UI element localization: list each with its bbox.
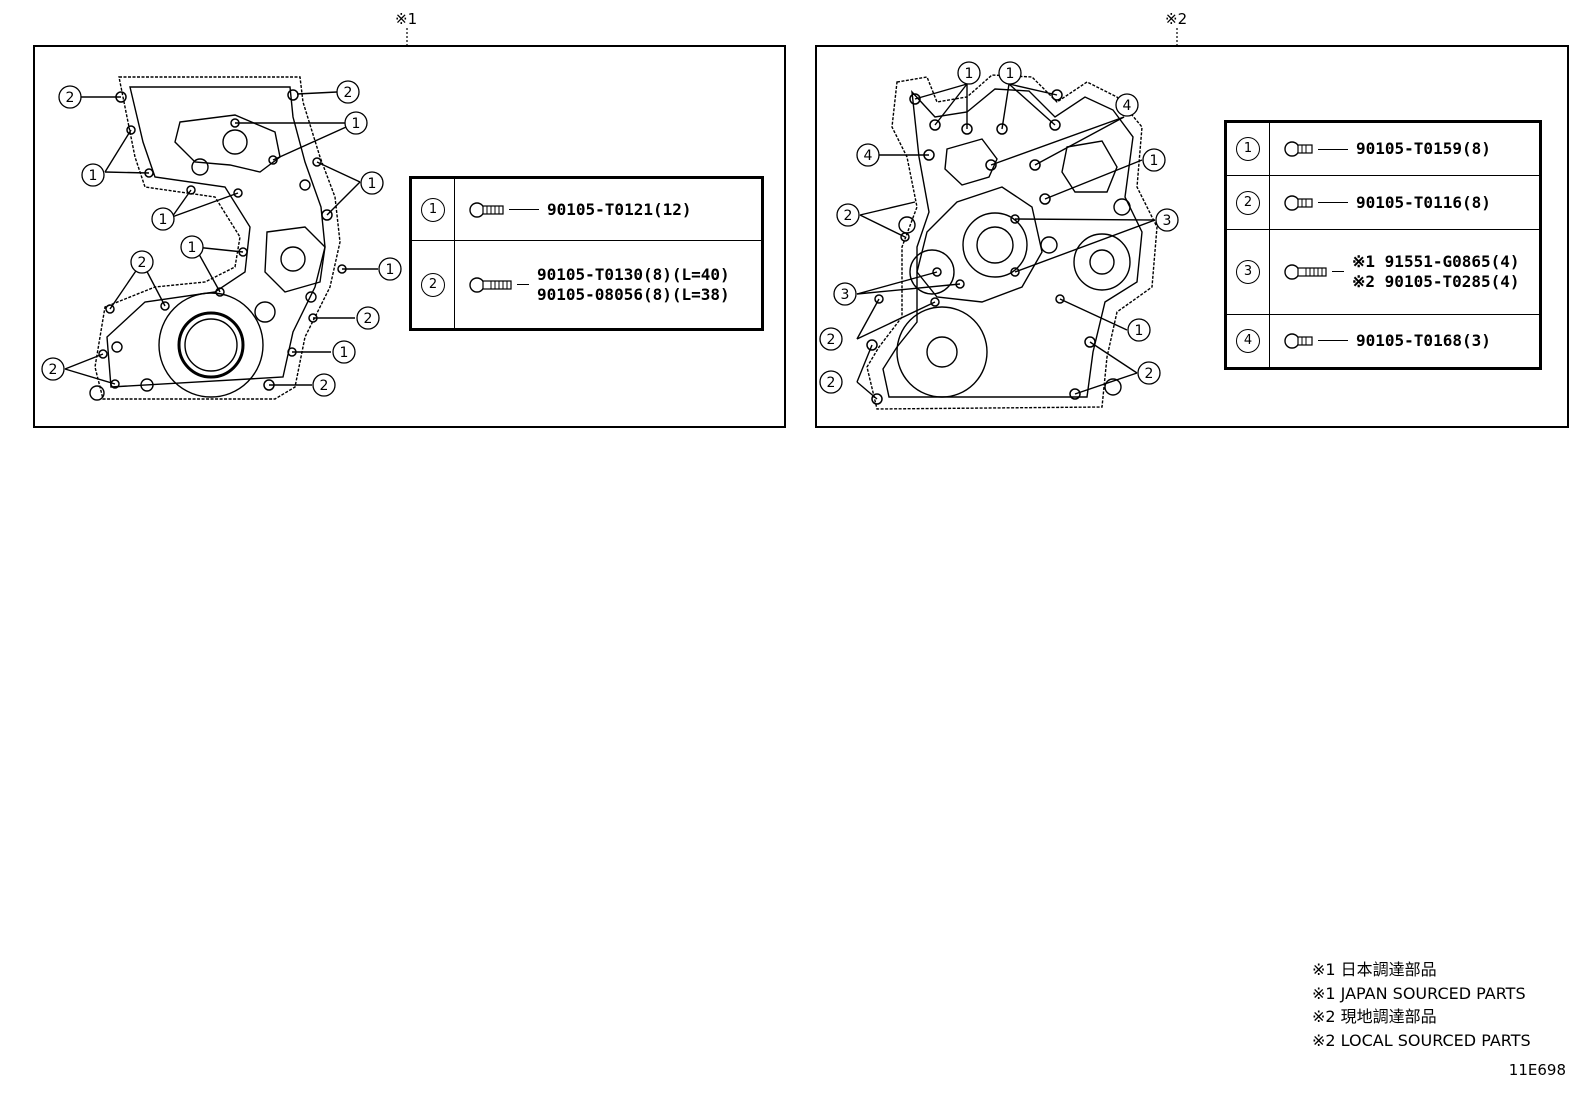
footnote-line: ※2 LOCAL SOURCED PARTS (1312, 1030, 1531, 1050)
footnote-line: ※2 現地調達部品 (1312, 1007, 1437, 1026)
legend-number-badge: 2 (421, 272, 445, 297)
svg-text:2: 2 (49, 362, 58, 378)
callout-1: 1 (1127, 318, 1151, 342)
svg-text:2: 2 (364, 311, 373, 327)
svg-text:2: 2 (1145, 366, 1154, 382)
svg-text:2: 2 (344, 85, 353, 101)
callout-1: 1 (180, 235, 204, 259)
callout-3: 3 (833, 282, 857, 306)
panel1-timing-cover-drawing: 2 2 1 1 1 1 1 1 2 2 1 2 2 (41, 76, 402, 401)
part-number: 90105-T0121(12) (547, 199, 692, 219)
svg-text:1: 1 (159, 212, 168, 228)
leader-line (1318, 202, 1348, 204)
svg-text:2: 2 (320, 378, 329, 394)
callout-1: 1 (957, 61, 981, 85)
svg-text:1: 1 (368, 176, 377, 192)
legend-row: 4 90105-T0168(3) (1226, 313, 1540, 369)
svg-text:1: 1 (386, 262, 395, 278)
part-number: ※2 90105-T0285(4) (1352, 271, 1520, 291)
bolt-icon (469, 201, 504, 218)
panel2-frame: 1 1 4 4 1 2 3 3 2 1 2 2 1 90105-T0159(8) (815, 45, 1569, 428)
legend-number-badge: 1 (1236, 137, 1260, 162)
legend-number-badge: 3 (1236, 259, 1260, 284)
callout-2: 2 (58, 85, 82, 109)
callout-2: 2 (356, 306, 380, 330)
svg-text:1: 1 (1006, 66, 1015, 82)
part-number: 90105-08056(8)(L=38) (537, 284, 730, 304)
svg-text:3: 3 (841, 287, 850, 303)
svg-text:1: 1 (1150, 153, 1159, 169)
panel2-tag: ※2 (1165, 10, 1188, 28)
bolt-icon (1284, 333, 1313, 349)
bolt-icon (1284, 263, 1327, 280)
leader-line (1332, 271, 1344, 273)
legend-number-badge: 1 (421, 197, 445, 222)
svg-text:2: 2 (138, 255, 147, 271)
footnote-line: ※1 JAPAN SOURCED PARTS (1312, 983, 1526, 1003)
part-number: ※1 91551-G0865(4) (1352, 251, 1520, 271)
svg-text:2: 2 (827, 332, 836, 348)
bolt-icon (1284, 141, 1313, 157)
part-number: 90105-T0116(8) (1356, 192, 1491, 212)
part-number: 90105-T0130(8)(L=40) (537, 264, 730, 284)
svg-text:1: 1 (352, 116, 361, 132)
callout-1: 1 (1142, 148, 1166, 172)
callout-2: 2 (819, 370, 843, 394)
callout-3: 3 (1155, 208, 1179, 232)
panel2-timing-cover-drawing: 1 1 4 4 1 2 3 3 2 1 2 2 (819, 61, 1179, 410)
callout-2: 2 (41, 357, 65, 381)
callout-1: 1 (151, 207, 175, 231)
panel1-tag-leader (406, 28, 408, 46)
leader-line (1318, 340, 1348, 342)
callout-2: 2 (336, 80, 360, 104)
svg-text:2: 2 (844, 208, 853, 224)
legend-row: 1 90105-T0159(8) (1226, 121, 1540, 177)
callout-4: 4 (1115, 93, 1139, 117)
legend-row: 3 ※1 91551-G0865(4) ※2 90105-T0285(4) (1226, 228, 1540, 315)
svg-text:3: 3 (1163, 213, 1172, 229)
callout-1: 1 (81, 163, 105, 187)
callout-2: 2 (1137, 361, 1161, 385)
svg-text:2: 2 (827, 375, 836, 391)
legend-row: 2 90105-T0116(8) (1226, 175, 1540, 230)
footnote-line: ※1 日本調達部品 (1312, 960, 1437, 979)
panel1-tag: ※1 (395, 10, 418, 28)
panel1-parts-legend: 1 90105-T0121(12) 2 90105-T0130(8)(L=40)… (409, 176, 764, 331)
panel2-parts-legend: 1 90105-T0159(8) 2 90105-T0116(8) 3 (1224, 120, 1542, 370)
callout-4: 4 (856, 143, 880, 167)
legend-row: 2 90105-T0130(8)(L=40) 90105-08056(8)(L=… (411, 240, 762, 329)
callout-1: 1 (332, 340, 356, 364)
callout-2: 2 (819, 327, 843, 351)
leader-line (1318, 148, 1348, 150)
callout-2: 2 (312, 373, 336, 397)
diagram-code: 11E698 (1508, 1061, 1566, 1079)
legend-number-badge: 2 (1236, 190, 1260, 215)
callout-2: 2 (130, 250, 154, 274)
leader-line (509, 209, 539, 210)
part-number: 90105-T0159(8) (1356, 139, 1491, 159)
callout-1: 1 (998, 61, 1022, 85)
svg-text:4: 4 (1123, 98, 1132, 114)
panel2-tag-leader (1176, 28, 1178, 46)
svg-text:1: 1 (89, 168, 98, 184)
svg-text:1: 1 (188, 240, 197, 256)
panel1-frame: 2 2 1 1 1 1 1 1 2 2 1 2 2 1 90105-T0121(… (33, 45, 786, 428)
bolt-icon (1284, 194, 1313, 211)
legend-number-badge: 4 (1236, 328, 1260, 353)
svg-text:1: 1 (965, 66, 974, 82)
svg-text:4: 4 (864, 148, 873, 164)
svg-text:1: 1 (340, 345, 349, 361)
bolt-icon (469, 276, 512, 293)
callout-1: 1 (378, 257, 402, 281)
callout-1: 1 (344, 111, 368, 135)
leader-line (517, 284, 529, 285)
svg-text:1: 1 (1135, 323, 1144, 339)
part-number: 90105-T0168(3) (1356, 330, 1491, 350)
legend-row: 1 90105-T0121(12) (411, 178, 762, 241)
svg-text:2: 2 (66, 90, 75, 106)
callout-1: 1 (360, 171, 384, 195)
callout-2: 2 (836, 203, 860, 227)
footnotes: ※1 日本調達部品 ※1 JAPAN SOURCED PARTS ※2 現地調達… (1312, 958, 1531, 1052)
